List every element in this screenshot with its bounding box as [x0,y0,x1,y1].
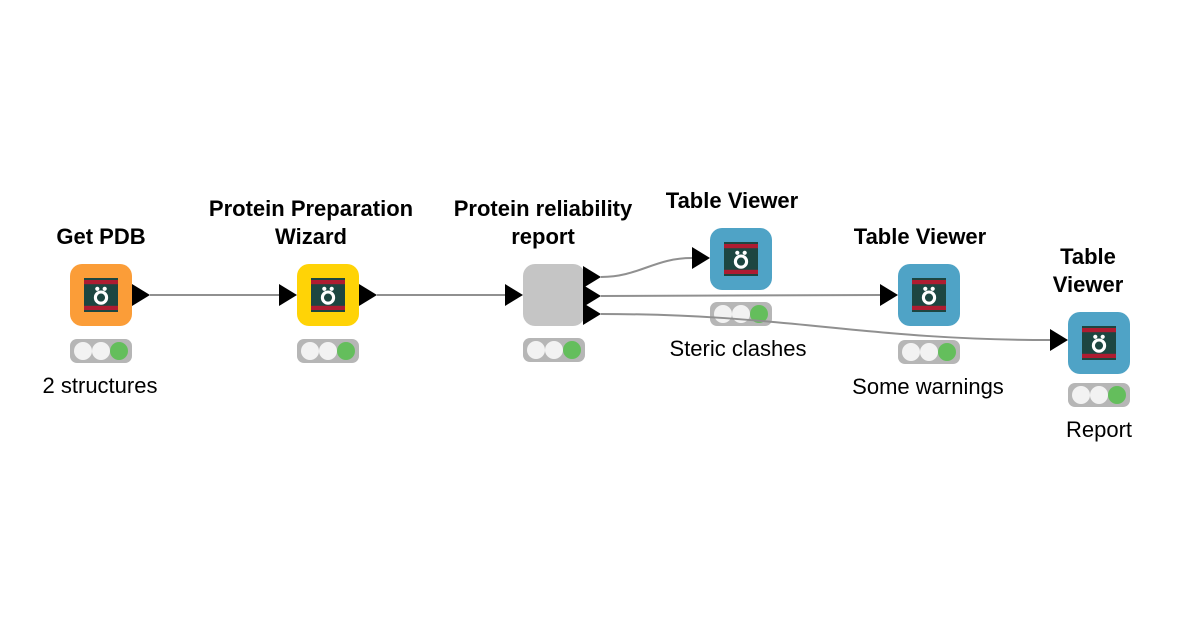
connection-protein-reliability-report--table-viewer-3[interactable] [600,313,1051,341]
node-title: Table Viewer [853,224,987,249]
node-annotation: Some warnings [852,374,1004,399]
connection-protein-reliability-report--table-viewer-1[interactable] [600,257,693,278]
status-dot-red [902,343,920,361]
status-dot-red [714,305,732,323]
status-dot-yellow [319,342,337,360]
node-status-traffic-light [898,340,960,364]
status-dot-green [563,341,581,359]
schrodinger-icon [724,242,758,276]
connection-protein-reliability-report--table-viewer-2[interactable] [600,294,881,297]
status-dot-red [301,342,319,360]
node-body-get-pdb[interactable] [70,264,132,326]
node-annotation: Steric clashes [669,336,807,361]
status-dot-yellow [92,342,110,360]
status-dot-green [110,342,128,360]
node-annotation: 2 structures [42,373,158,398]
node-title: Get PDB [56,224,146,249]
node-body-table-viewer-report[interactable] [1068,312,1130,374]
node-title: Protein reliability report [453,196,633,249]
node-title: Protein Preparation Wizard [208,196,414,249]
node-body-table-viewer-some-warnings[interactable] [898,264,960,326]
schrodinger-icon [311,278,345,312]
status-dot-yellow [920,343,938,361]
node-body-table-viewer-steric-clashes[interactable] [710,228,772,290]
status-dot-red [74,342,92,360]
schrodinger-icon [912,278,946,312]
node-annotation: Report [1065,417,1133,442]
schrodinger-icon [84,278,118,312]
status-dot-green [1108,386,1126,404]
status-dot-red [1072,386,1090,404]
node-status-traffic-light [1068,383,1130,407]
node-status-traffic-light [710,302,772,326]
status-dot-green [750,305,768,323]
input-port[interactable] [880,284,898,306]
node-body-protein-reliability-report[interactable] [523,264,585,326]
output-port[interactable] [583,266,601,288]
output-port[interactable] [583,303,601,325]
schrodinger-icon [1082,326,1116,360]
input-port[interactable] [692,247,710,269]
node-status-traffic-light [297,339,359,363]
status-dot-yellow [1090,386,1108,404]
input-port[interactable] [1050,329,1068,351]
output-port[interactable] [359,284,377,306]
status-dot-green [337,342,355,360]
status-dot-red [527,341,545,359]
status-dot-green [938,343,956,361]
output-port[interactable] [583,285,601,307]
node-status-traffic-light [523,338,585,362]
status-dot-yellow [545,341,563,359]
node-body-protein-preparation-wizard[interactable] [297,264,359,326]
node-title: Table Viewer [1052,244,1124,297]
node-status-traffic-light [70,339,132,363]
input-port[interactable] [279,284,297,306]
input-port[interactable] [505,284,523,306]
output-port[interactable] [132,284,150,306]
node-title: Table Viewer [665,188,799,213]
